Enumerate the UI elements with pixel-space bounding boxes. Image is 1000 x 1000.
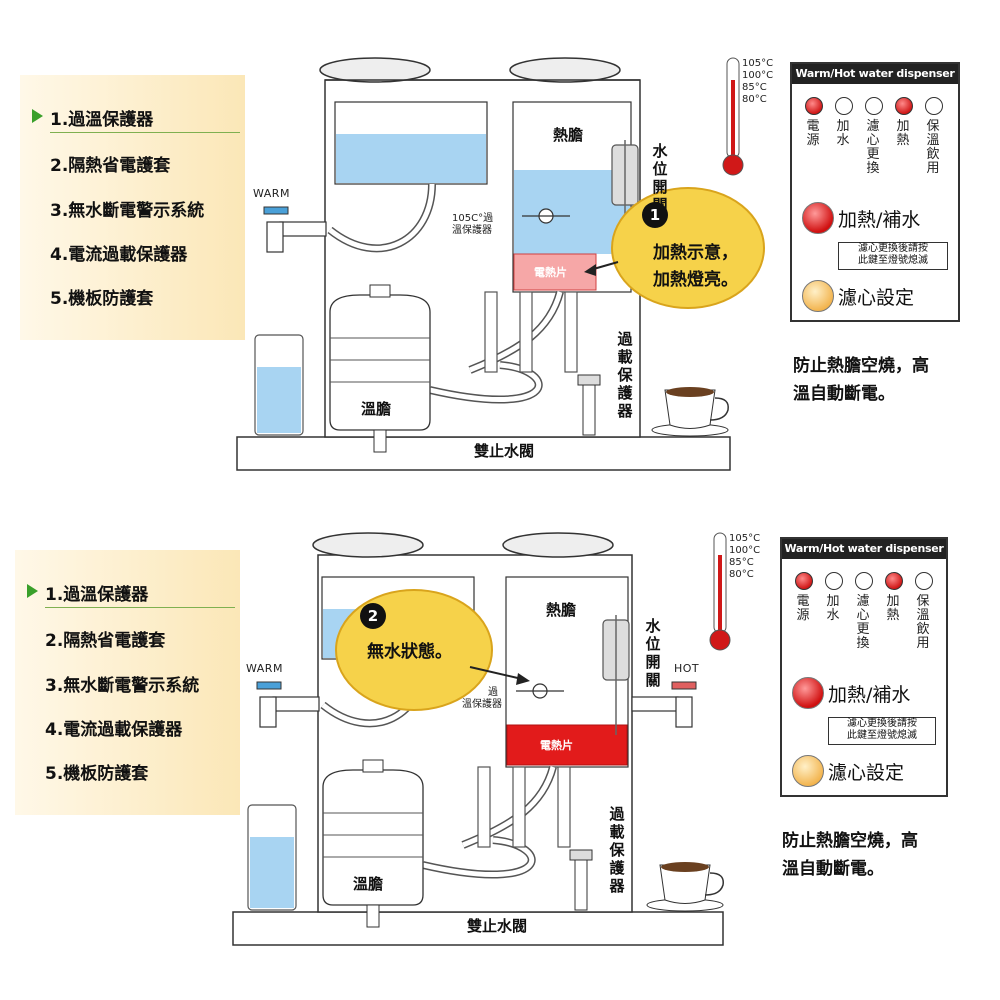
thermo-mark-105: 105°C — [729, 533, 761, 544]
add-water-label: 加水 — [836, 119, 850, 148]
feature-menu: 1.過溫保護器 2.隔熱省電護套 3.無水斷電警示系統 4.電流過載保護器 5.… — [15, 550, 240, 815]
keep-warm-label: 保溫飲用 — [926, 119, 940, 176]
menu-item-3[interactable]: 3.無水斷電警示系統 — [50, 201, 205, 221]
thermo-mark-105: 105°C — [742, 58, 774, 69]
active-arrow-icon — [27, 584, 38, 598]
add-water-label: 加水 — [826, 594, 840, 623]
menu-item-5[interactable]: 5.機板防護套 — [50, 289, 154, 309]
menu-item-4[interactable]: 4.電流過載保護器 — [50, 245, 188, 265]
filter-note-line-1: 濾心更換後請按 — [858, 243, 928, 254]
heating-label: 加熱 — [886, 594, 900, 623]
protector-label-b: 溫保護器 — [462, 699, 502, 710]
bubble-line-2: 加熱燈亮。 — [653, 270, 738, 290]
filter-setting-label: 濾心設定 — [838, 287, 915, 309]
filter-note-line-2: 此鍵至燈號熄滅 — [858, 255, 928, 266]
overload-label: 過載保護器 — [609, 805, 625, 895]
active-arrow-icon — [32, 109, 43, 123]
menu-item-2[interactable]: 2.隔熱省電護套 — [50, 156, 171, 176]
add-water-indicator — [835, 97, 853, 115]
description-line-1: 防止熱膽空燒，高 — [782, 831, 918, 851]
valve-label: 雙止水閥 — [467, 917, 528, 935]
filter-note-line-2: 此鍵至燈號熄滅 — [847, 730, 917, 741]
heat-refill-button[interactable] — [792, 677, 824, 709]
dispenser-illustration — [232, 532, 731, 946]
hot-tap-label: HOT — [674, 662, 700, 675]
menu-item-4[interactable]: 4.電流過載保護器 — [45, 720, 183, 740]
valve-label: 雙止水閥 — [474, 442, 535, 460]
level-switch-label: 水位開關 — [645, 617, 661, 689]
step-badge: 2 — [360, 603, 386, 629]
heat-refill-label: 加熱/補水 — [838, 209, 921, 231]
diagram-panel-1: 1.過溫保護器 2.隔熱省電護套 3.無水斷電警示系統 4.電流過載保護器 5.… — [0, 0, 1000, 480]
filter-setting-button[interactable] — [792, 755, 824, 787]
filter-note: 濾心更換後請按 此鍵至燈號熄滅 — [828, 717, 936, 745]
heater-label: 電熱片 — [540, 739, 573, 752]
filter-change-label: 濾心更換 — [856, 594, 870, 651]
keep-warm-indicator — [925, 97, 943, 115]
warm-tap-label: WARM — [253, 187, 290, 200]
bubble-line-1: 加熱示意， — [653, 243, 738, 263]
filter-change-indicator — [855, 572, 873, 590]
protector-label-b: 溫保護器 — [452, 225, 492, 236]
warm-tap-label: WARM — [246, 662, 283, 675]
add-water-indicator — [825, 572, 843, 590]
description-line-2: 溫自動斷電。 — [782, 859, 884, 879]
thermo-mark-100: 100°C — [729, 545, 761, 556]
description-text: 防止熱膽空燒，高 溫自動斷電。 — [793, 352, 978, 408]
thermo-mark-85: 85°C — [729, 557, 754, 568]
feature-menu: 1.過溫保護器 2.隔熱省電護套 3.無水斷電警示系統 4.電流過載保護器 5.… — [20, 75, 245, 340]
control-panel: Warm/Hot water dispenser 電源 加水 濾心更換 加熱 保… — [780, 537, 948, 797]
description-line-2: 溫自動斷電。 — [793, 384, 895, 404]
control-panel-title: Warm/Hot water dispenser — [792, 64, 958, 84]
hot-tank-label: 熱膽 — [546, 601, 577, 619]
control-panel-title: Warm/Hot water dispenser — [782, 539, 946, 559]
heating-label: 加熱 — [896, 119, 910, 148]
diagram-panel-2: 1.過溫保護器 2.隔熱省電護套 3.無水斷電警示系統 4.電流過載保護器 5.… — [0, 475, 1000, 955]
power-label: 電源 — [796, 594, 810, 623]
filter-note: 濾心更換後請按 此鍵至燈號熄滅 — [838, 242, 948, 270]
dispenser-illustration — [236, 57, 765, 471]
thermo-mark-85: 85°C — [742, 82, 767, 93]
filter-setting-label: 濾心設定 — [828, 762, 905, 784]
power-indicator — [795, 572, 813, 590]
filter-change-indicator — [865, 97, 883, 115]
description-line-1: 防止熱膽空燒，高 — [793, 356, 929, 376]
control-panel: Warm/Hot water dispenser 電源 加水 濾心更換 加熱 保… — [790, 62, 960, 322]
warm-tank-label: 溫膽 — [361, 400, 392, 418]
power-indicator — [805, 97, 823, 115]
heating-indicator — [885, 572, 903, 590]
menu-item-5[interactable]: 5.機板防護套 — [45, 764, 149, 784]
menu-item-2[interactable]: 2.隔熱省電護套 — [45, 631, 166, 651]
thermo-mark-80: 80°C — [729, 569, 754, 580]
heat-refill-button[interactable] — [802, 202, 834, 234]
heating-indicator — [895, 97, 913, 115]
menu-item-3[interactable]: 3.無水斷電警示系統 — [45, 676, 200, 696]
menu-item-1[interactable]: 1.過溫保護器 — [45, 585, 149, 605]
protector-label-a: 過 — [488, 687, 498, 698]
description-text: 防止熱膽空燒，高 溫自動斷電。 — [782, 827, 967, 883]
step-badge: 1 — [642, 202, 668, 228]
overload-label: 過載保護器 — [617, 330, 633, 420]
keep-warm-label: 保溫飲用 — [916, 594, 930, 651]
keep-warm-indicator — [915, 572, 933, 590]
heater-label: 電熱片 — [534, 266, 567, 279]
filter-change-label: 濾心更換 — [866, 119, 880, 176]
hot-tank-label: 熱膽 — [553, 126, 584, 144]
filter-setting-button[interactable] — [802, 280, 834, 312]
heat-refill-label: 加熱/補水 — [828, 684, 911, 706]
filter-note-line-1: 濾心更換後請按 — [847, 718, 917, 729]
thermo-mark-100: 100°C — [742, 70, 774, 81]
menu-divider — [50, 132, 240, 133]
protector-label-a: 105C°過 — [452, 213, 494, 224]
thermo-mark-80: 80°C — [742, 94, 767, 105]
power-label: 電源 — [806, 119, 820, 148]
warm-tank-label: 溫膽 — [353, 875, 384, 893]
menu-item-1[interactable]: 1.過溫保護器 — [50, 110, 154, 130]
bubble-line-1: 無水狀態。 — [367, 642, 452, 662]
menu-divider — [45, 607, 235, 608]
